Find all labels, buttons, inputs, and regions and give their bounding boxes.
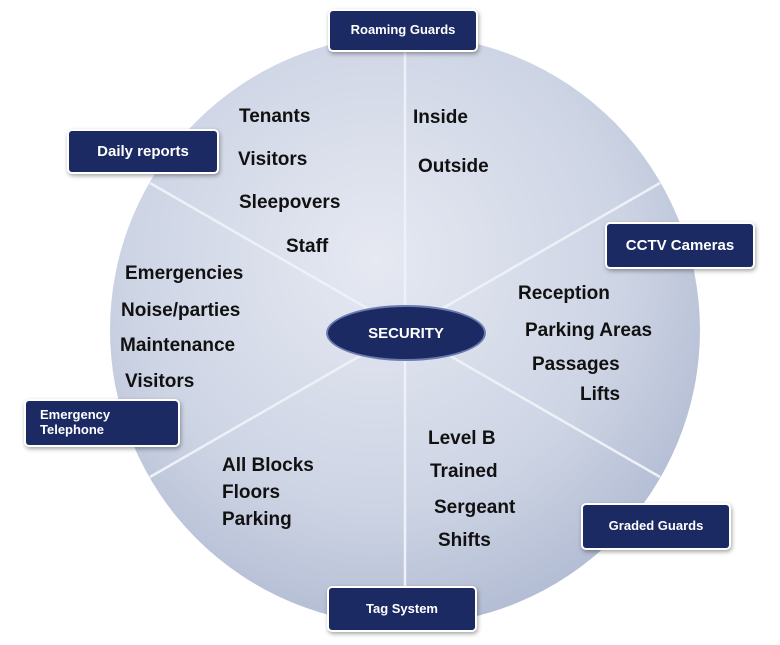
emergency-telephone-item: Emergencies [125,263,244,284]
graded-guards-tag: Graded Guards [583,505,729,548]
tag-system-item: Floors [222,482,281,503]
graded-guards-item: Trained [430,461,498,482]
roaming-guards-tag: Roaming Guards [330,11,476,50]
emergency-label-line1: Emergency [40,407,111,423]
daily-reports-item: Staff [286,236,329,257]
roaming-guards-label: Roaming Guards [350,22,456,38]
graded-guards-item: Level B [428,428,496,449]
wheel-dividers [149,35,661,625]
emergency-telephone-item: Maintenance [120,335,236,356]
hub-label: SECURITY [368,324,444,342]
daily-reports-label: Daily reports [97,142,189,160]
graded-guards-item: Shifts [438,530,491,551]
cctv-cameras-item: Parking Areas [525,320,653,341]
emergency-label-line2: Telephone [40,422,105,437]
cctv-cameras-label: CCTV Cameras [625,236,735,254]
roaming-guards-item: Inside [413,107,468,128]
divider-upper-left [149,181,406,332]
security-hub: SECURITY [326,305,486,361]
divider-upper-right [404,181,661,332]
cctv-cameras-item: Reception [518,283,610,304]
daily-reports-tag: Daily reports [69,131,217,172]
emergency-telephone-item: Visitors [125,371,195,392]
cctv-cameras-item: Passages [532,354,620,375]
daily-reports-item: Tenants [239,106,311,127]
roaming-guards-item: Outside [418,156,489,177]
graded-guards-item: Sergeant [434,497,516,518]
cctv-cameras-tag: CCTV Cameras [607,224,753,267]
tag-system-item: Parking [222,509,292,530]
daily-reports-item: Sleepovers [239,192,341,213]
tag-system-item: All Blocks [222,455,314,476]
tag-system-label: Tag System [365,600,438,616]
tag-system-tag: Tag System [329,588,475,630]
graded-guards-label: Graded Guards [608,518,704,534]
daily-reports-item: Visitors [238,149,308,170]
emergency-telephone-item: Noise/parties [121,300,241,321]
cctv-cameras-item: Lifts [580,384,621,405]
